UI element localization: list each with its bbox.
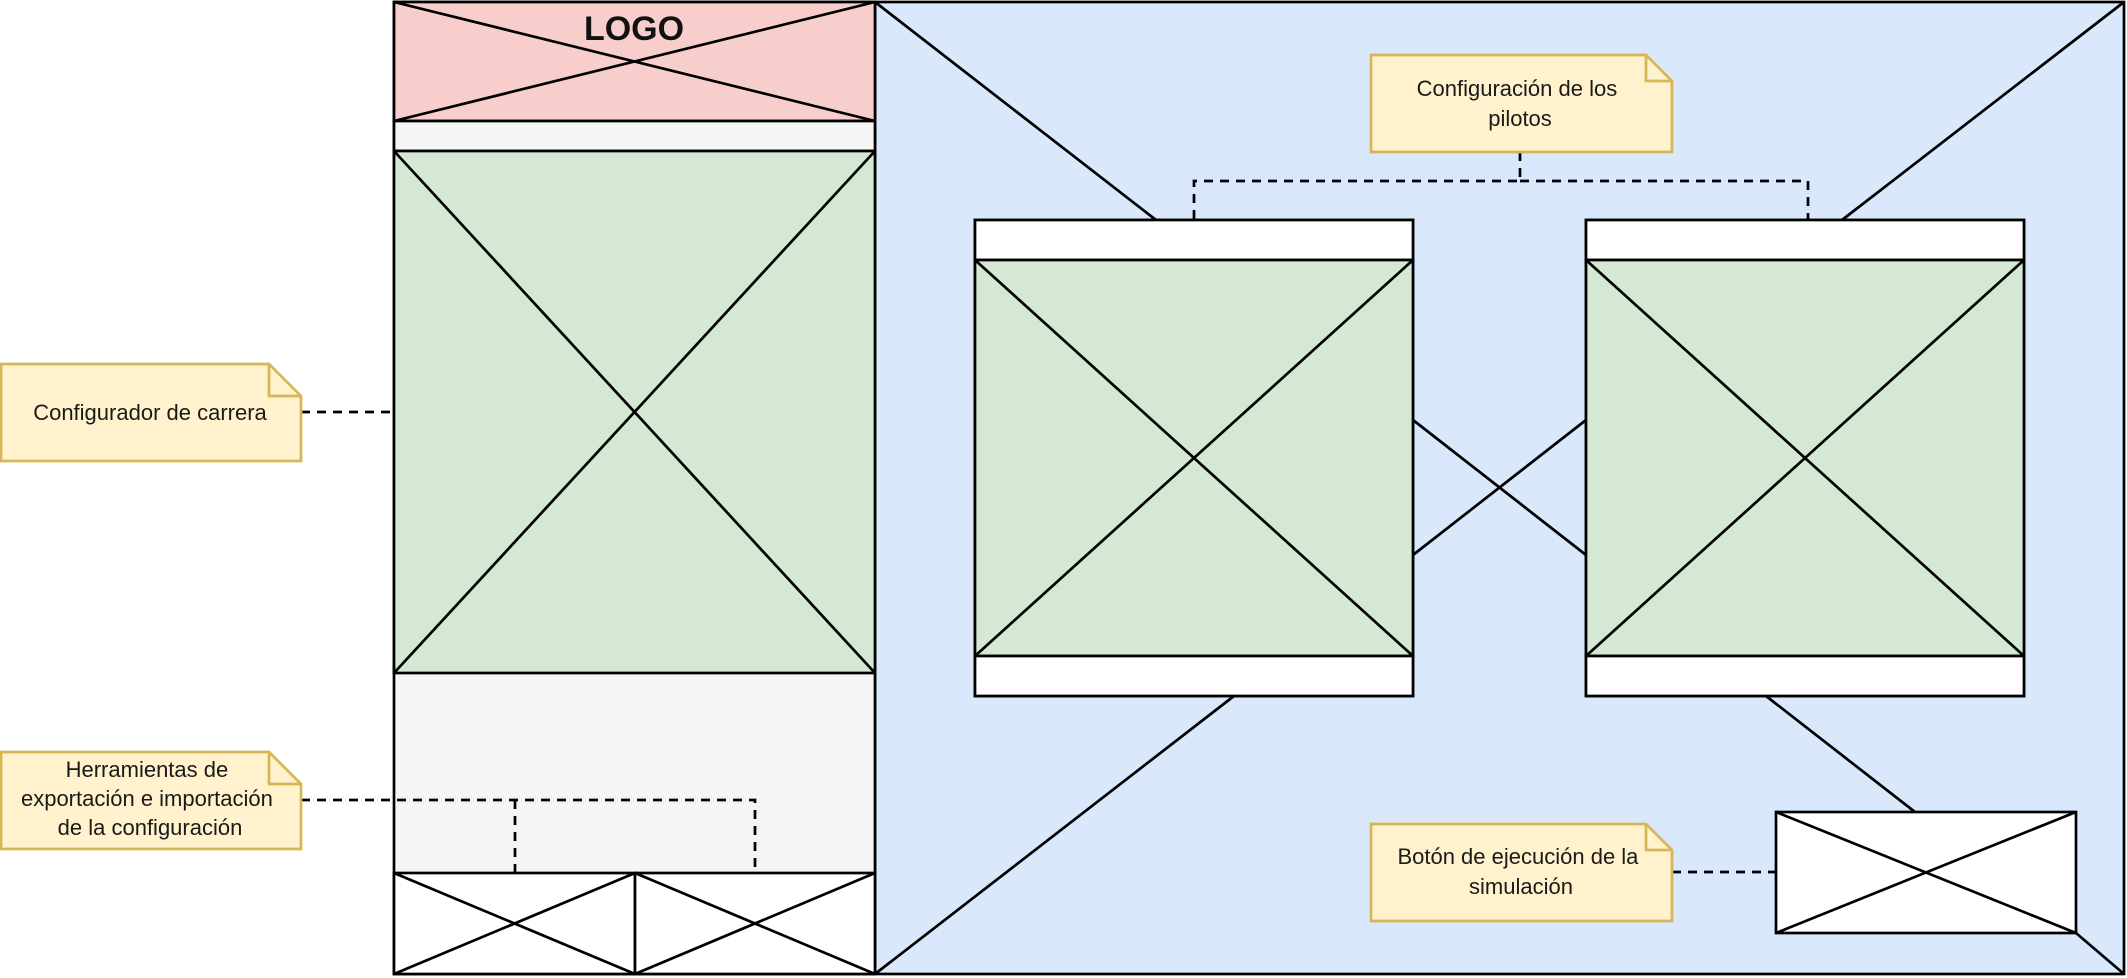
- folded-corner-note-icon: [1644, 824, 1672, 852]
- note-run-button-text: Botón de ejecución de la simulación: [1397, 844, 1644, 899]
- race-configurator-placeholder[interactable]: [392, 149, 877, 675]
- note-drivers-config: Configuración de los pilotos: [1369, 53, 1674, 154]
- connector-io-tools: [301, 798, 757, 873]
- note-io-tools-text: Herramientas de exportación e importació…: [21, 757, 279, 840]
- driver-card-1[interactable]: [973, 218, 1415, 698]
- driver-card-2[interactable]: [1584, 218, 2026, 698]
- run-simulation-button[interactable]: [1774, 810, 2078, 935]
- note-io-tools: Herramientas de exportación e importació…: [0, 750, 303, 851]
- note-drivers-config-text: Configuración de los pilotos: [1417, 76, 1624, 131]
- note-race-configurator: Configurador de carrera: [0, 362, 303, 463]
- driver-card-header: [1584, 218, 2026, 262]
- folded-corner-note-icon: [1644, 55, 1672, 83]
- sidebar: LOGO: [392, 0, 877, 976]
- folded-corner-note-icon: [267, 752, 301, 786]
- logo-placeholder: LOGO: [392, 0, 877, 123]
- note-run-button: Botón de ejecución de la simulación: [1369, 822, 1674, 923]
- folded-corner-note-icon: [267, 364, 301, 398]
- sidebar-header-strip: [392, 119, 877, 153]
- import-button[interactable]: [633, 871, 877, 976]
- driver-card-header: [973, 218, 1415, 262]
- note-race-configurator-text: Configurador de carrera: [33, 400, 267, 425]
- driver-card-footer: [973, 654, 1415, 698]
- connector-drivers-config: [1192, 152, 1810, 220]
- logo-label: LOGO: [584, 10, 684, 48]
- export-button[interactable]: [392, 871, 637, 976]
- driver-card-footer: [1584, 654, 2026, 698]
